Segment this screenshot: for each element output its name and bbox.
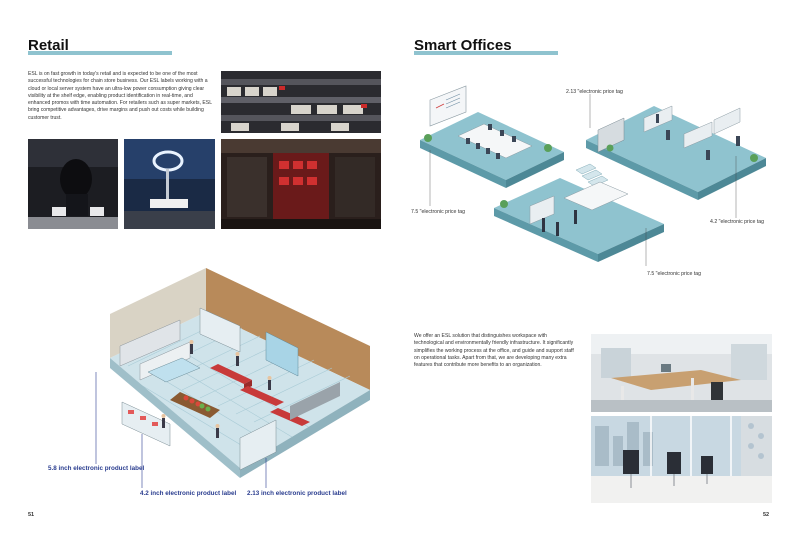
retail-shelf-photo [221, 71, 381, 133]
retail-store-photo [221, 139, 381, 229]
smart-offices-title-underline [414, 51, 558, 55]
smart-offices-paragraph: We offer an ESL solution that distinguis… [414, 333, 574, 369]
office-illustration [414, 78, 772, 278]
retail-store-illustration [40, 268, 382, 500]
label-2-13-inch: 2.13 inch electronic product label [247, 490, 347, 497]
retail-paragraph: ESL is on fast growth in today's retail … [28, 71, 212, 121]
callout-7-5-price-tag-bottom: 7.5 "electronic price tag [647, 271, 702, 277]
page-number-right: 52 [763, 512, 770, 518]
retail-title: Retail [28, 37, 69, 54]
retail-lamp-photo [124, 139, 215, 229]
office-chairs-photo [591, 416, 772, 503]
office-desk-photo [591, 334, 772, 412]
retail-title-underline [28, 51, 172, 55]
page-number-left: 51 [28, 512, 35, 518]
retail-camera-photo [28, 139, 118, 229]
callout-2-13-price-tag: 2.13 "electronic price tag [566, 89, 623, 95]
callout-4-2-price-tag: 4.2 "electronic price tag [710, 219, 765, 225]
callout-7-5-price-tag-left: 7.5 "electronic price tag [411, 209, 466, 215]
label-5-8-inch: 5.8 inch electronic product label [48, 465, 145, 472]
label-4-2-inch: 4.2 inch electronic product label [140, 490, 237, 497]
smart-offices-title: Smart Offices [414, 37, 512, 54]
